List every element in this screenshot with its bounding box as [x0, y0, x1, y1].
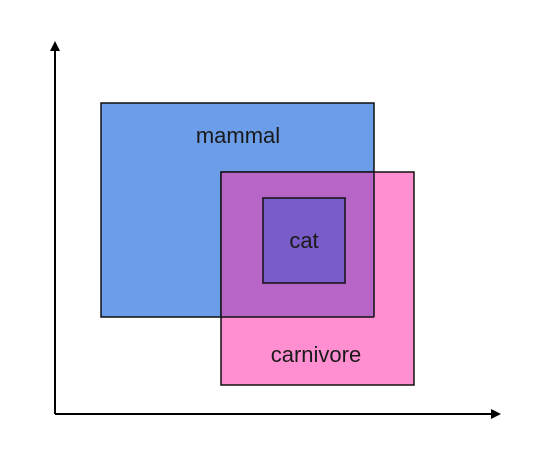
- cat-label: cat: [289, 228, 318, 253]
- carnivore-label: carnivore: [271, 342, 361, 367]
- cat-region: [262, 197, 346, 284]
- mammal-label: mammal: [196, 123, 280, 148]
